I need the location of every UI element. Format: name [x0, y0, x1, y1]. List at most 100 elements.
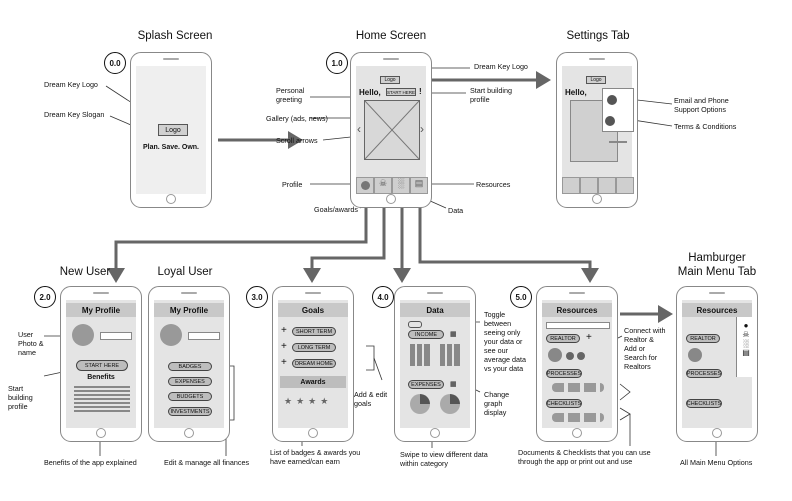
- tab-goals[interactable]: ☠: [374, 177, 392, 194]
- profile-start-here-button[interactable]: START HERE: [76, 360, 128, 371]
- income-label: INCOME: [408, 330, 444, 339]
- ann-personal-greeting: Personal greeting: [276, 86, 305, 104]
- phone-splash: Logo Plan. Save. Own.: [130, 52, 212, 208]
- splash-slogan: Plan. Save. Own.: [142, 144, 200, 151]
- title-settings: Settings Tab: [566, 30, 630, 42]
- badge-resources: 5.0: [510, 286, 532, 308]
- add-realtor-icon[interactable]: +: [586, 332, 592, 343]
- settings-tab-resources[interactable]: [616, 177, 634, 194]
- bar-chart-icon[interactable]: ░: [743, 339, 749, 348]
- badge-profile: 2.0: [34, 286, 56, 308]
- data-toggle[interactable]: [408, 321, 422, 328]
- goal-item[interactable]: LONG TERM: [292, 343, 336, 352]
- goals-header: Goals: [278, 303, 348, 317]
- processes-label: PROCESSES: [546, 369, 582, 378]
- trophy-icon[interactable]: ☠: [742, 330, 750, 339]
- loyal-item[interactable]: INVESTMENTS: [168, 407, 212, 416]
- checklists-label: CHECKLISTS: [546, 399, 582, 408]
- phone-icon[interactable]: [577, 352, 585, 360]
- ann-start-building: Start building profile: [470, 86, 512, 104]
- loyal-name-field[interactable]: [188, 332, 220, 340]
- goal-item[interactable]: DREAM HOME: [292, 359, 336, 368]
- realtor-avatar[interactable]: [548, 348, 562, 362]
- grid-icon[interactable]: ▦: [450, 331, 457, 338]
- scroll-left-arrow-icon[interactable]: ‹: [357, 122, 361, 136]
- badge-data: 4.0: [372, 286, 394, 308]
- expenses-label: EXPENSES: [408, 380, 444, 389]
- realtor-search-input[interactable]: [546, 322, 610, 329]
- user-avatar[interactable]: [72, 324, 94, 346]
- badge-splash: 0.0: [104, 52, 126, 74]
- phone-settings: Logo Hello,: [556, 52, 638, 208]
- document-icon: ▤: [414, 178, 424, 188]
- phone-home: Logo Hello, START HERE ! ‹ › ☠ ░ ▤: [350, 52, 432, 208]
- ann-badges-awards: List of badges & awards you have earned/…: [270, 448, 361, 466]
- ann-all-menu: All Main Menu Options: [680, 458, 753, 467]
- home-greeting: Hello,: [359, 88, 381, 97]
- ann-resources: Resources: [476, 180, 511, 189]
- checklists-list[interactable]: [552, 413, 604, 422]
- email-icon[interactable]: [607, 95, 617, 105]
- loyal-item[interactable]: BUDGETS: [168, 392, 212, 401]
- income-chart-compare: [440, 344, 460, 366]
- terms-link[interactable]: [609, 141, 627, 143]
- badge-home: 1.0: [326, 52, 348, 74]
- title-hamburger: Hamburger: [688, 252, 746, 264]
- goal-item[interactable]: SHORT TERM: [292, 327, 336, 336]
- settings-logo: Logo: [586, 76, 606, 84]
- settings-greeting: Hello,: [565, 88, 587, 97]
- loyal-item[interactable]: EXPENSES: [168, 377, 212, 386]
- ann-email-phone: Email and Phone Support Options: [674, 96, 729, 114]
- phone-goals: Goals + SHORT TERM + LONG TERM + DREAM H…: [272, 286, 354, 442]
- home-start-here-button[interactable]: START HERE: [386, 88, 416, 96]
- ann-benefits-explained: Benefits of the app explained: [44, 458, 137, 467]
- ann-add-edit-goals: Add & edit goals: [354, 390, 388, 408]
- phone-icon[interactable]: [605, 116, 615, 126]
- tab-resources[interactable]: ▤: [410, 177, 428, 194]
- resources-header: Resources: [542, 303, 612, 317]
- ann-edit-finances: Edit & manage all finances: [164, 458, 250, 467]
- settings-tab-data[interactable]: [598, 177, 616, 194]
- ann-start-building-2: Start building profile: [8, 384, 33, 411]
- document-icon[interactable]: ▤: [742, 348, 750, 357]
- bar-chart-icon: ░: [397, 178, 405, 188]
- hamburger-checklists-label: CHECKLISTS: [686, 399, 722, 408]
- home-gallery[interactable]: [364, 100, 420, 160]
- tab-data[interactable]: ░: [392, 177, 410, 194]
- badge-goals: 3.0: [246, 286, 268, 308]
- loyal-item[interactable]: BADGES: [168, 362, 212, 371]
- ann-gallery: Gallery (ads, news): [266, 114, 328, 123]
- hamburger-header: Resources: [682, 303, 752, 317]
- ann-data: Data: [448, 206, 464, 215]
- phone-data: Data INCOME ▦ EXPENSES ▦: [394, 286, 476, 442]
- loyal-avatar[interactable]: [160, 324, 182, 346]
- profile-new-header: My Profile: [66, 303, 136, 317]
- data-header: Data: [400, 303, 470, 317]
- add-goal-icon[interactable]: +: [281, 341, 287, 352]
- add-goal-icon[interactable]: +: [281, 357, 287, 368]
- settings-dropdown[interactable]: [602, 88, 634, 143]
- processes-list[interactable]: [552, 383, 604, 392]
- scroll-right-arrow-icon[interactable]: ›: [420, 122, 424, 136]
- user-name-field[interactable]: [100, 332, 132, 340]
- income-chart: [410, 344, 430, 366]
- hamburger-menu-panel[interactable]: ● ☠ ░ ▤: [736, 317, 755, 377]
- title-home: Home Screen: [355, 30, 427, 42]
- ann-connect-realtor: Connect with Realtor & Add or Search for…: [624, 326, 666, 371]
- hamburger-realtor-label: REALTOR: [686, 334, 720, 343]
- tab-profile[interactable]: [356, 177, 374, 194]
- ann-user-photo: User Photo & name: [18, 330, 44, 357]
- email-icon[interactable]: [566, 352, 574, 360]
- profile-icon[interactable]: ●: [743, 321, 749, 330]
- phone-resources: Resources REALTOR + PROCESSES CHECKLISTS: [536, 286, 618, 442]
- grid-icon[interactable]: ▦: [450, 381, 457, 388]
- realtor-label: REALTOR: [546, 334, 580, 343]
- settings-tab-profile[interactable]: [562, 177, 580, 194]
- title-main-menu: Main Menu Tab: [677, 266, 757, 278]
- benefits-text: [74, 386, 130, 414]
- ann-profile: Profile: [282, 180, 303, 189]
- award-icons[interactable]: ★★★★: [284, 396, 333, 406]
- add-goal-icon[interactable]: +: [281, 325, 287, 336]
- settings-tab-goals[interactable]: [580, 177, 598, 194]
- profile-icon: [360, 181, 370, 190]
